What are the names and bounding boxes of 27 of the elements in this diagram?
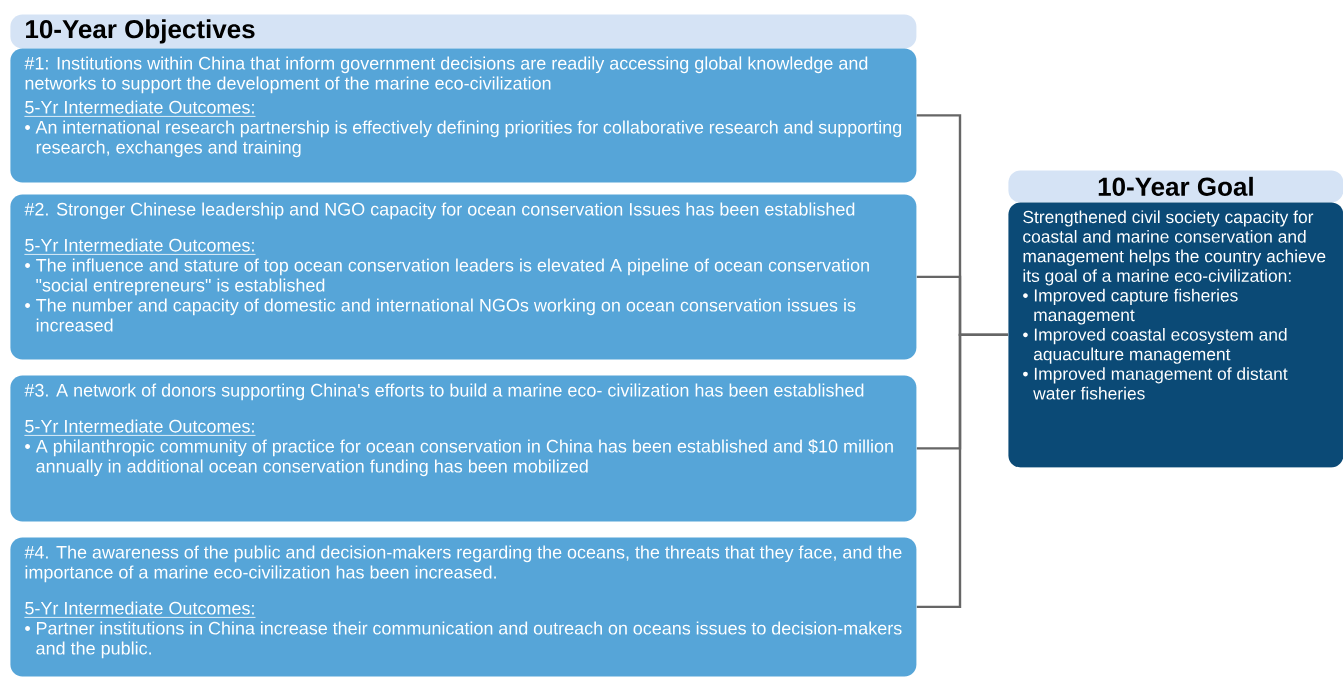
bullet-item: • An international research partnership is effectively defining priorities for collaborative research and supporting research, exchanges and training <box>25 120 902 158</box>
objective-box <box>10 48 917 183</box>
objective-statement: #3. A network of donors supporting China's efforts to build a marine eco- civilization has been established <box>24 383 864 401</box>
goal-box <box>1008 202 1343 468</box>
goal-statement: Strengthened civil society capacity for coastal and marine conservation and management helps the country achieve its goal of a marine eco-civilization: <box>1023 210 1326 286</box>
subheading: 5-Yr Intermediate Outcomes: <box>24 238 256 255</box>
bullet-item: • Improved coastal ecosystem and aquaculture management <box>1023 328 1287 364</box>
header-band <box>1008 170 1343 203</box>
bullet-item: • Improved management of distant water fisheries <box>1023 367 1288 400</box>
subheading: 5-Yr Intermediate Outcomes: <box>24 419 256 436</box>
header-band <box>10 14 917 49</box>
heading: 10-Year Objectives <box>26 19 255 44</box>
objective-statement: #4. The awareness of the public and decision-makers regarding the oceans, the threats that they face, and the importance of a marine eco-civilization has been increased. <box>24 545 902 583</box>
subheading: 5-Yr Intermediate Outcomes: <box>24 100 256 117</box>
bullet-item: • The influence and stature of top ocean conservation leaders is elevated A pipeline of ocean conservation "social entrepreneurs" is established <box>25 258 869 296</box>
objective-box <box>10 375 917 522</box>
connector-line <box>916 333 1008 609</box>
subheading: 5-Yr Intermediate Outcomes: <box>24 601 256 618</box>
bullet-item: • A philanthropic community of practice for ocean conservation in China has been established and $10 million annually in additional ocean conservation funding has been mobilized <box>25 439 893 477</box>
objective-statement: #1: Institutions within China that inform government decisions are readily accessing global knowledge and networks to support the development of the marine eco-civilization <box>24 56 868 94</box>
objective-box <box>10 194 917 360</box>
heading: 10-Year Goal <box>1098 176 1253 196</box>
objective-box <box>10 537 917 677</box>
objective-statement: #2. Stronger Chinese leadership and NGO capacity for ocean conservation Issues has been established <box>24 202 855 220</box>
bullet-item: • Improved capture fisheries management <box>1023 288 1238 325</box>
bullet-item: • Partner institutions in China increase their communication and outreach on oceans issues to decision-makers and the public. <box>25 621 902 659</box>
bullet-item: • The number and capacity of domestic and international NGOs working on ocean conservation issues is increased <box>25 298 856 332</box>
